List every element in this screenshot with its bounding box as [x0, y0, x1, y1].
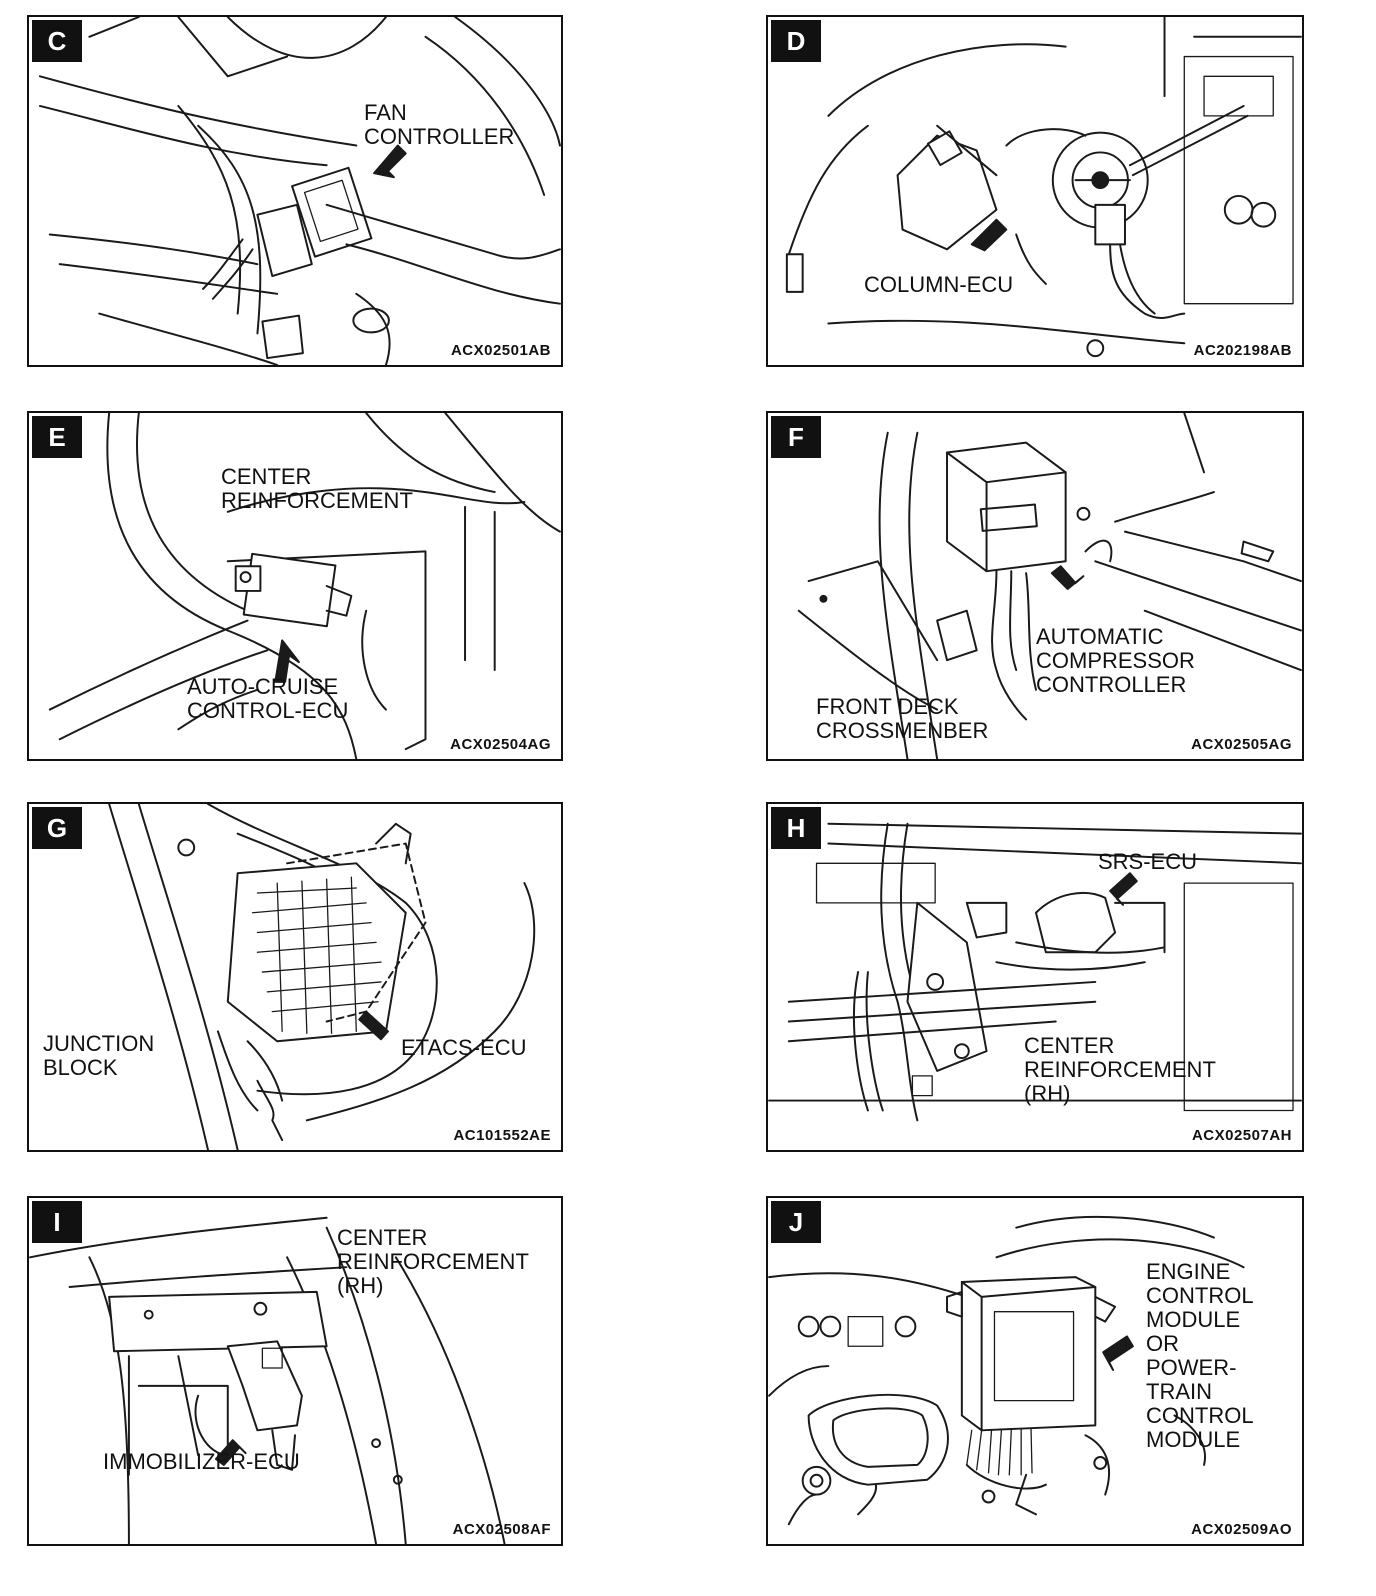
automatic-compressor-controller-illustration: [797, 413, 1302, 759]
panel-i: I CENTER REINFORCEMENT (RH) IMMOBILIZER-…: [27, 1196, 563, 1546]
srs-ecu-illustration: [768, 822, 1302, 1122]
figure-code: ACX02505AG: [1191, 736, 1292, 753]
center-reinforcement-rh-label: CENTER REINFORCEMENT (RH): [1024, 1033, 1216, 1106]
figure-code: ACX02507AH: [1191, 1127, 1292, 1144]
immobilizer-ecu-illustration: [29, 1216, 506, 1544]
center-reinforcement-label: CENTER REINFORCEMENT: [221, 464, 413, 513]
figure-code: AC202198AB: [1193, 342, 1292, 359]
automatic-compressor-controller-label: AUTOMATIC COMPRESSOR CONTROLLER: [1036, 624, 1195, 697]
junction-block-label: JUNCTION BLOCK: [43, 1031, 155, 1080]
auto-cruise-control-ecu-label: AUTO-CRUISE CONTROL-ECU: [187, 674, 349, 723]
panel-e: E CENTER REINFORCEMENT AUTO-CRUISE CONTR…: [27, 411, 563, 761]
panel-h: H SRS-ECU CENTER REINFORCEMENT (RH) ACX0…: [766, 802, 1304, 1152]
panel-letter: G: [32, 807, 82, 849]
column-ecu-illustration: [785, 17, 1302, 358]
engine-control-module-illustration: [768, 1215, 1245, 1526]
center-reinforcement-rh-label: CENTER REINFORCEMENT (RH): [337, 1225, 529, 1298]
panel-j: J ENGINE CONTROL MODULE OR POWER- TRAIN …: [766, 1196, 1304, 1546]
panel-d: D COLUMN-ECU AC202198AB: [766, 15, 1304, 367]
panel-letter: E: [32, 416, 82, 458]
figure-code: ACX02504AG: [450, 736, 551, 753]
panel-c: C FAN CONTROLLER ACX02501AB: [27, 15, 563, 367]
panel-letter: I: [32, 1201, 82, 1243]
figure-code: ACX02508AF: [452, 1521, 551, 1538]
fan-controller-label: FAN CONTROLLER: [364, 100, 515, 149]
panel-letter: F: [771, 416, 821, 458]
srs-ecu-label: SRS-ECU: [1098, 849, 1198, 874]
figure-code: AC101552AE: [453, 1127, 551, 1144]
engine-control-module-label: ENGINE CONTROL MODULE OR POWER- TRAIN CO…: [1146, 1259, 1254, 1452]
panel-letter: H: [771, 807, 821, 849]
column-ecu-label: COLUMN-ECU: [864, 272, 1014, 297]
panel-letter: C: [32, 20, 82, 62]
figure-code: ACX02501AB: [450, 342, 551, 359]
panel-g: G JUNCTION BLOCK ETACS-ECU AC101552AE: [27, 802, 563, 1152]
figure-code: ACX02509AO: [1191, 1521, 1292, 1538]
panel-f: F AUTOMATIC COMPRESSOR CONTROLLER FRONT …: [766, 411, 1304, 761]
immobilizer-ecu-label: IMMOBILIZER-ECU: [103, 1449, 300, 1474]
panel-letter: D: [771, 20, 821, 62]
fan-controller-illustration: [38, 17, 561, 365]
front-deck-crossmenber-label: FRONT DECK CROSSMENBER: [816, 694, 989, 743]
auto-cruise-ecu-illustration: [48, 413, 561, 759]
etacs-ecu-label: ETACS-ECU: [401, 1035, 527, 1060]
junction-block-etacs-ecu-illustration: [108, 804, 536, 1150]
panel-letter: J: [771, 1201, 821, 1243]
